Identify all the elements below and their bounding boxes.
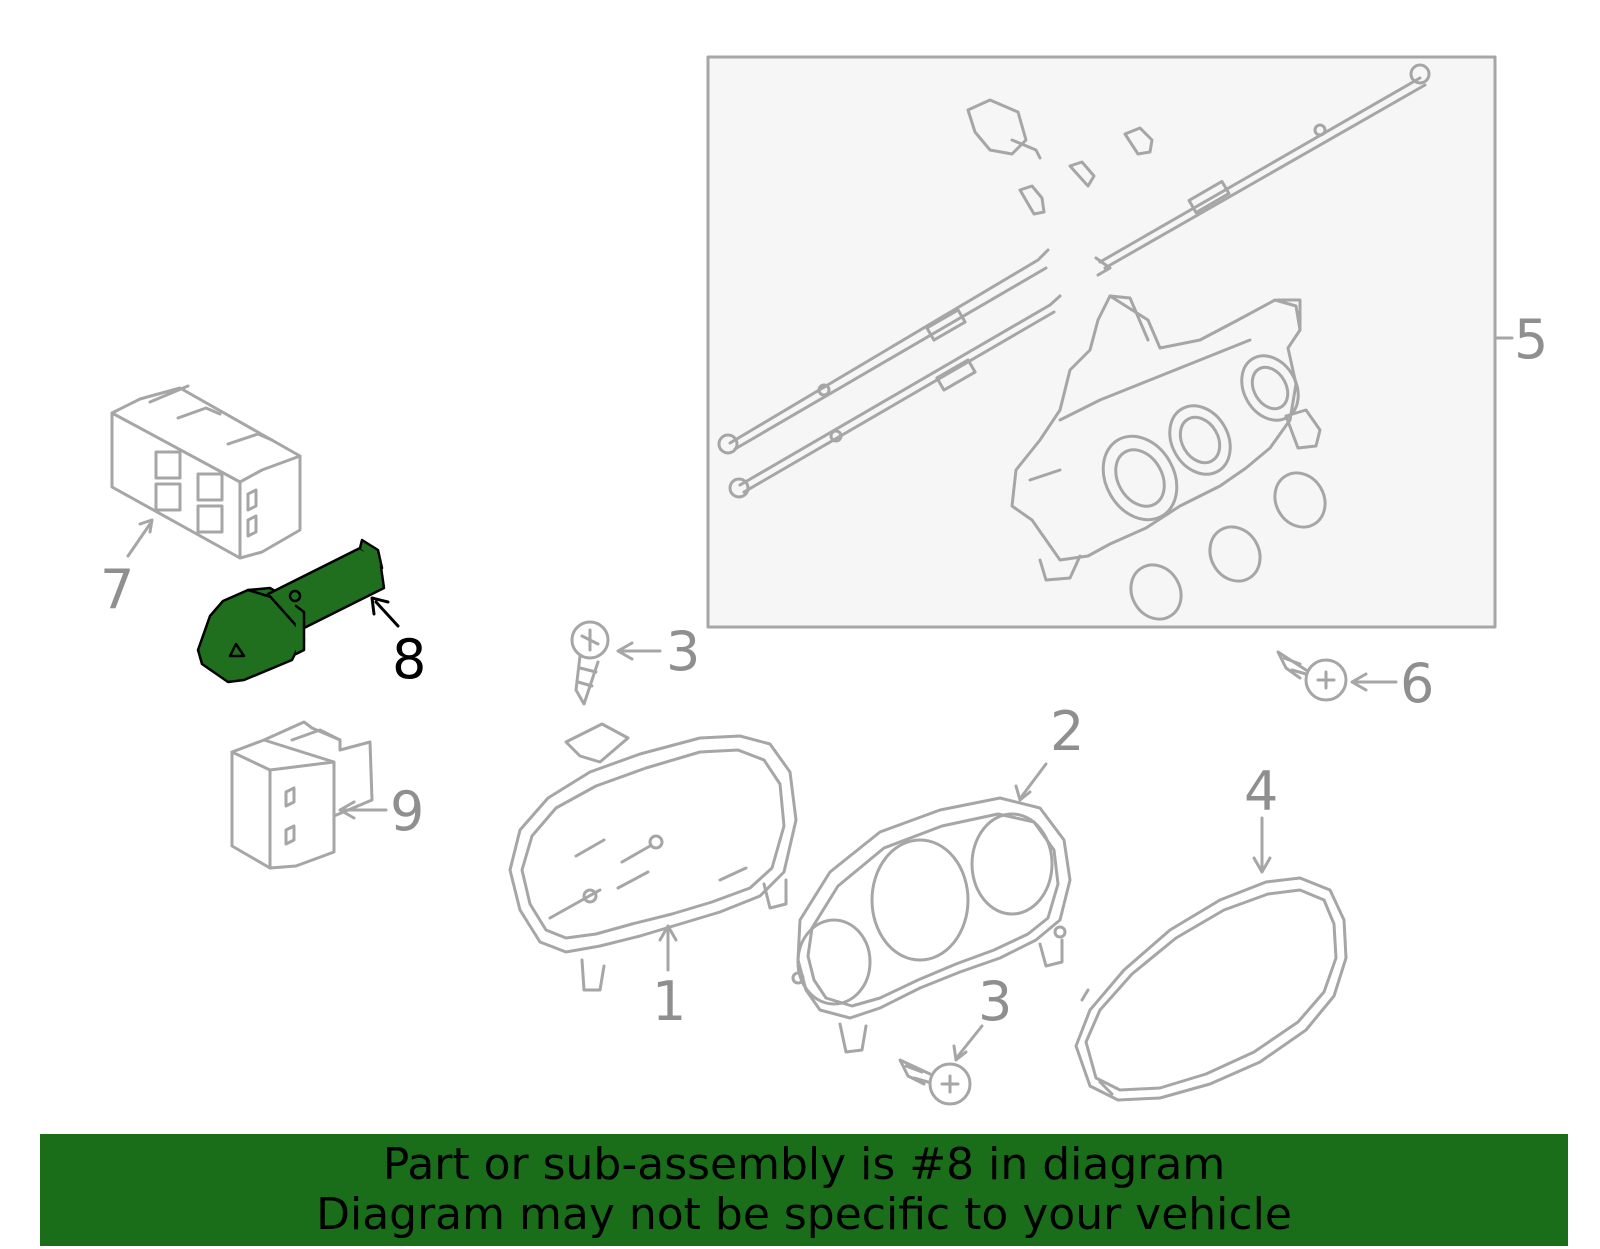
banner-line-disclaimer: Diagram may not be specific to your vehi… — [316, 1189, 1292, 1240]
part-4-cluster-lens — [1074, 876, 1348, 1102]
callout-8[interactable]: 8 — [392, 628, 426, 691]
leader-arrows — [338, 596, 1398, 1062]
part-9-switch — [230, 720, 374, 870]
bulb-sockets — [966, 98, 1154, 216]
part-7-switch-block — [110, 384, 302, 560]
control-cables — [717, 63, 1431, 499]
part-3-screw-bottom — [898, 1058, 972, 1106]
callout-7: 7 — [100, 558, 134, 621]
selection-banner: Part or sub-assembly is #8 in diagram Di… — [40, 1134, 1568, 1246]
part-5-climate-control-group — [706, 55, 1514, 629]
part-1-cluster-housing — [508, 722, 798, 992]
callout-9: 9 — [390, 780, 424, 843]
part-6-screw — [1276, 650, 1348, 702]
part-3-screw-top — [570, 620, 610, 706]
part-2-cluster-mask — [791, 796, 1072, 1054]
part-8-hazard-switch[interactable] — [196, 538, 386, 684]
callout-numbers: 1 2 3 3 4 5 6 7 8 9 — [100, 308, 1548, 1033]
control-housing — [1010, 294, 1302, 582]
callout-3-top: 3 — [666, 620, 700, 683]
callout-5: 5 — [1514, 308, 1548, 371]
callout-1: 1 — [652, 970, 686, 1033]
part-5-frame — [706, 55, 1497, 629]
control-knobs — [1129, 408, 1327, 621]
callout-4: 4 — [1244, 760, 1278, 823]
callout-2: 2 — [1050, 700, 1084, 763]
callout-3-bottom: 3 — [978, 970, 1012, 1033]
callout-6: 6 — [1400, 652, 1434, 715]
banner-line-part: Part or sub-assembly is #8 in diagram — [382, 1139, 1226, 1190]
